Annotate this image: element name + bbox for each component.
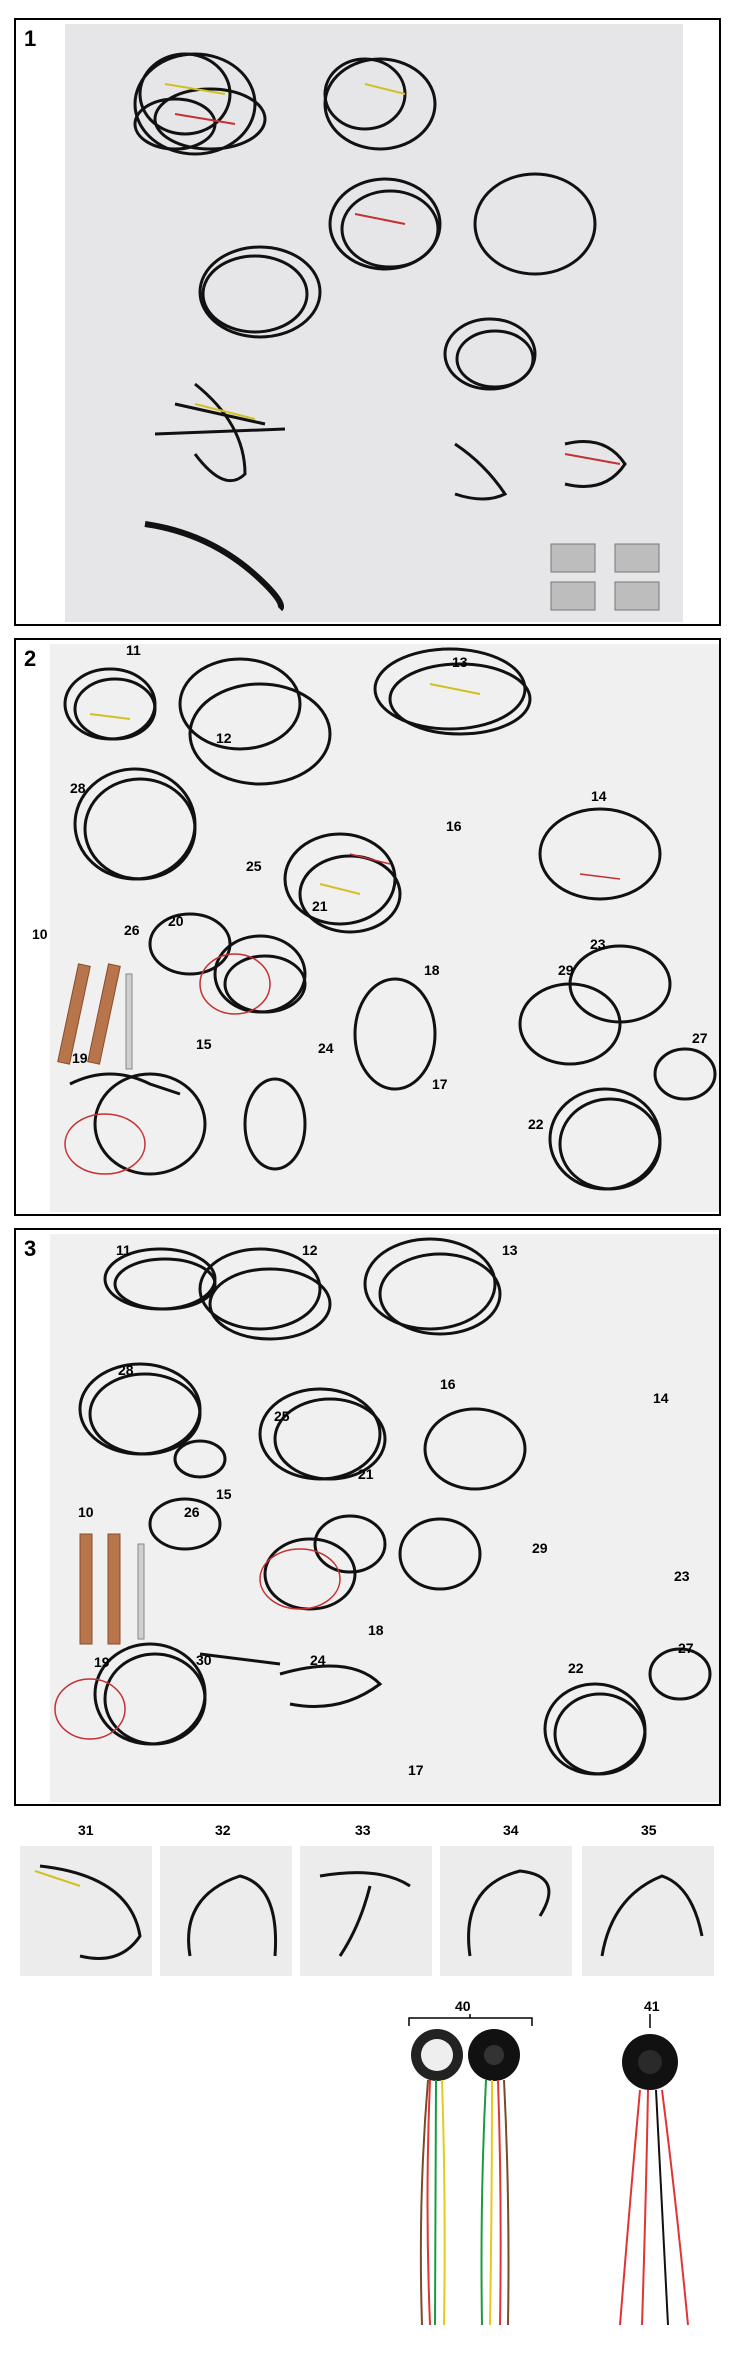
panel-1: 1 — [14, 18, 721, 626]
callout-label: 28 — [118, 1362, 134, 1378]
callout-label: 21 — [358, 1466, 374, 1482]
thumb-label: 35 — [641, 1822, 657, 1838]
callout-label: 17 — [432, 1076, 448, 1092]
callout-label: 11 — [126, 642, 141, 658]
callout-label: 16 — [446, 818, 462, 834]
callout-label: 24 — [318, 1040, 334, 1056]
thumb-label: 34 — [503, 1822, 519, 1838]
callout-label: 21 — [312, 898, 328, 914]
panel-2: 2 — [14, 638, 721, 1216]
harness-thumb-35 — [582, 1846, 714, 1976]
callout-label: 10 — [32, 926, 48, 942]
harness-thumb-32 — [160, 1846, 292, 1976]
callout-label: 23 — [674, 1568, 690, 1584]
callout-label: 14 — [591, 788, 607, 804]
callout-label: 12 — [216, 730, 232, 746]
callout-label: 22 — [568, 1660, 584, 1676]
connector-41 — [619, 2034, 689, 2326]
callout-label: 26 — [124, 922, 140, 938]
callout-label: 25 — [246, 858, 262, 874]
panel-3: 3 — [14, 1228, 721, 1806]
harness-thumb-33 — [300, 1846, 432, 1976]
callout-label: 28 — [70, 780, 86, 796]
callout-label: 30 — [196, 1652, 212, 1668]
harness-photo-1 — [65, 24, 683, 622]
callout-label: 19 — [72, 1050, 88, 1066]
panel-number: 1 — [24, 26, 37, 51]
callout-label: 18 — [368, 1622, 384, 1638]
callout-label: 13 — [452, 654, 468, 670]
callout-label: 17 — [408, 1762, 424, 1778]
callout-label: 15 — [216, 1486, 232, 1502]
connector-label: 40 — [455, 1998, 471, 2014]
callout-label: 12 — [302, 1242, 318, 1258]
thumb-label: 33 — [355, 1822, 371, 1838]
callout-label: 26 — [184, 1504, 200, 1520]
callout-label: 18 — [424, 962, 440, 978]
thumb-label: 32 — [215, 1822, 231, 1838]
callout-label: 20 — [168, 913, 184, 929]
panel-number: 3 — [24, 1236, 37, 1261]
callout-label: 10 — [78, 1504, 94, 1520]
thumb-label: 31 — [78, 1822, 94, 1838]
connector-label: 41 — [644, 1998, 660, 2014]
callout-label: 15 — [196, 1036, 212, 1052]
harness-drawing-1 — [133, 52, 660, 612]
callout-label: 13 — [502, 1242, 518, 1258]
harness-photo-2 — [50, 644, 719, 1212]
callout-label: 24 — [310, 1652, 326, 1668]
panel-number: 2 — [24, 646, 37, 671]
harness-drawing-3 — [54, 1237, 712, 1776]
callout-label: 29 — [558, 962, 574, 978]
harness-drawing-2 — [57, 647, 717, 1191]
callout-label: 29 — [532, 1540, 548, 1556]
harness-thumb-31 — [20, 1846, 152, 1976]
harness-thumb-34 — [440, 1846, 572, 1976]
callout-label: 19 — [94, 1654, 110, 1670]
callout-label: 16 — [440, 1376, 456, 1392]
callout-label: 25 — [274, 1408, 290, 1424]
callout-label: 23 — [590, 936, 606, 952]
callout-label: 27 — [678, 1640, 694, 1656]
connector-40-left — [411, 2029, 463, 2326]
callout-label: 14 — [653, 1390, 669, 1406]
callout-label: 22 — [528, 1116, 544, 1132]
harness-photo-3 — [50, 1234, 719, 1802]
callout-label: 11 — [116, 1242, 131, 1258]
connector-40-right — [468, 2029, 520, 2326]
callout-label: 27 — [692, 1030, 708, 1046]
